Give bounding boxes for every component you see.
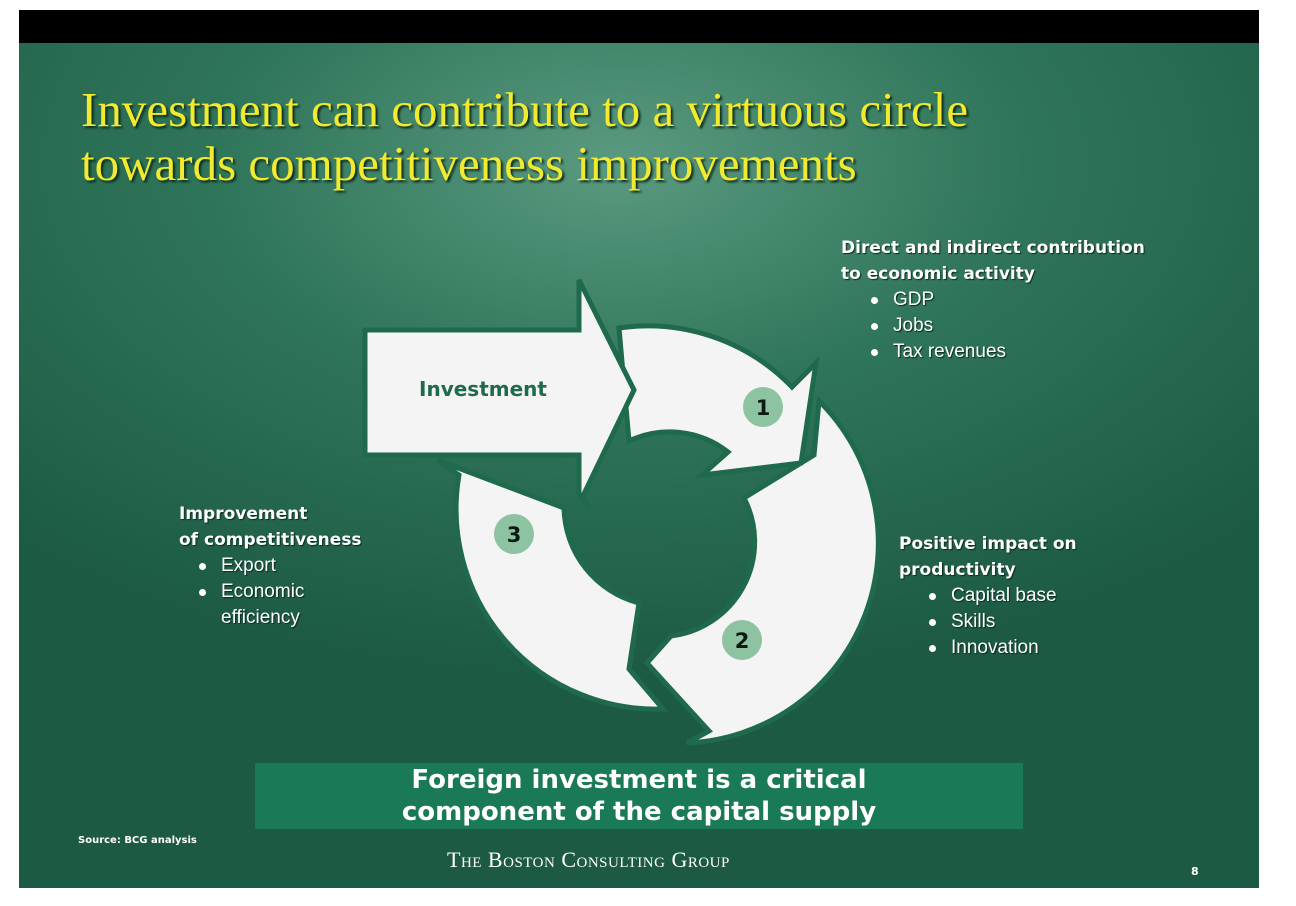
slide-canvas: Investment can contribute to a virtuous … (19, 43, 1259, 888)
list-item: Innovation (921, 635, 1139, 661)
competitiveness-block: Improvement of competitiveness Export Ec… (179, 501, 419, 631)
competitiveness-heading: Improvement of competitiveness (179, 504, 362, 550)
bullet-dot-icon (929, 619, 936, 626)
step-number-2: 2 (735, 629, 750, 653)
list-item: Export (191, 553, 419, 579)
company-name: The Boston Consulting Group (447, 847, 730, 872)
bullet-dot-icon (871, 349, 878, 356)
list-item-text: Export (221, 555, 276, 576)
bullet-dot-icon (199, 589, 206, 596)
step-number-1: 1 (756, 396, 771, 420)
productivity-list: Capital base Skills Innovation (921, 583, 1139, 661)
list-item-text: Tax revenues (893, 341, 1007, 362)
title-text: Investment can contribute to a virtuous … (81, 82, 969, 191)
productivity-block: Positive impact on productivity Capital … (899, 531, 1139, 661)
list-item: Skills (921, 609, 1139, 635)
direct-contribution-list: GDP Jobs Tax revenues (863, 287, 1201, 365)
virtuous-circle-diagram: Investment 1 2 3 (362, 278, 881, 746)
investment-arrow (362, 278, 637, 510)
source-note: Source: BCG analysis (78, 835, 197, 846)
list-item: Economic efficiency (191, 579, 419, 631)
direct-contribution-heading: Direct and indirect contribution to econ… (841, 238, 1145, 284)
productivity-heading: Positive impact on productivity (899, 534, 1077, 580)
list-item-text: Jobs (893, 315, 934, 336)
cycle-segment-3 (435, 457, 669, 712)
direct-contribution-block: Direct and indirect contribution to econ… (841, 235, 1201, 365)
list-item: Tax revenues (863, 339, 1201, 365)
company-logo: The Boston Consulting Group (447, 847, 730, 873)
bullet-dot-icon (199, 563, 206, 570)
step-number-3: 3 (507, 523, 522, 547)
competitiveness-list: Export Economic efficiency (191, 553, 419, 631)
step-badge-3: 3 (494, 514, 534, 554)
investment-label: Investment (419, 377, 547, 401)
list-item-text: Skills (951, 611, 996, 632)
list-item-text: Innovation (951, 637, 1039, 658)
step-badge-2: 2 (722, 620, 762, 660)
step-badge-1: 1 (743, 387, 783, 427)
bullet-dot-icon (871, 323, 878, 330)
list-item: Jobs (863, 313, 1201, 339)
page-number: 8 (1191, 865, 1199, 878)
list-item-text: Economic efficiency (221, 581, 305, 628)
slide-title: Investment can contribute to a virtuous … (81, 83, 1181, 191)
cycle-segment-1 (616, 323, 820, 479)
list-item: Capital base (921, 583, 1139, 609)
list-item-text: GDP (893, 289, 935, 310)
bullet-dot-icon (929, 593, 936, 600)
bullet-dot-icon (929, 645, 936, 652)
bullet-dot-icon (871, 297, 878, 304)
list-item: GDP (863, 287, 1201, 313)
list-item-text: Capital base (951, 585, 1057, 606)
slide: Investment can contribute to a virtuous … (19, 10, 1259, 888)
callout-banner: Foreign investment is a critical compone… (255, 763, 1023, 829)
cycle-segment-2 (643, 395, 881, 746)
